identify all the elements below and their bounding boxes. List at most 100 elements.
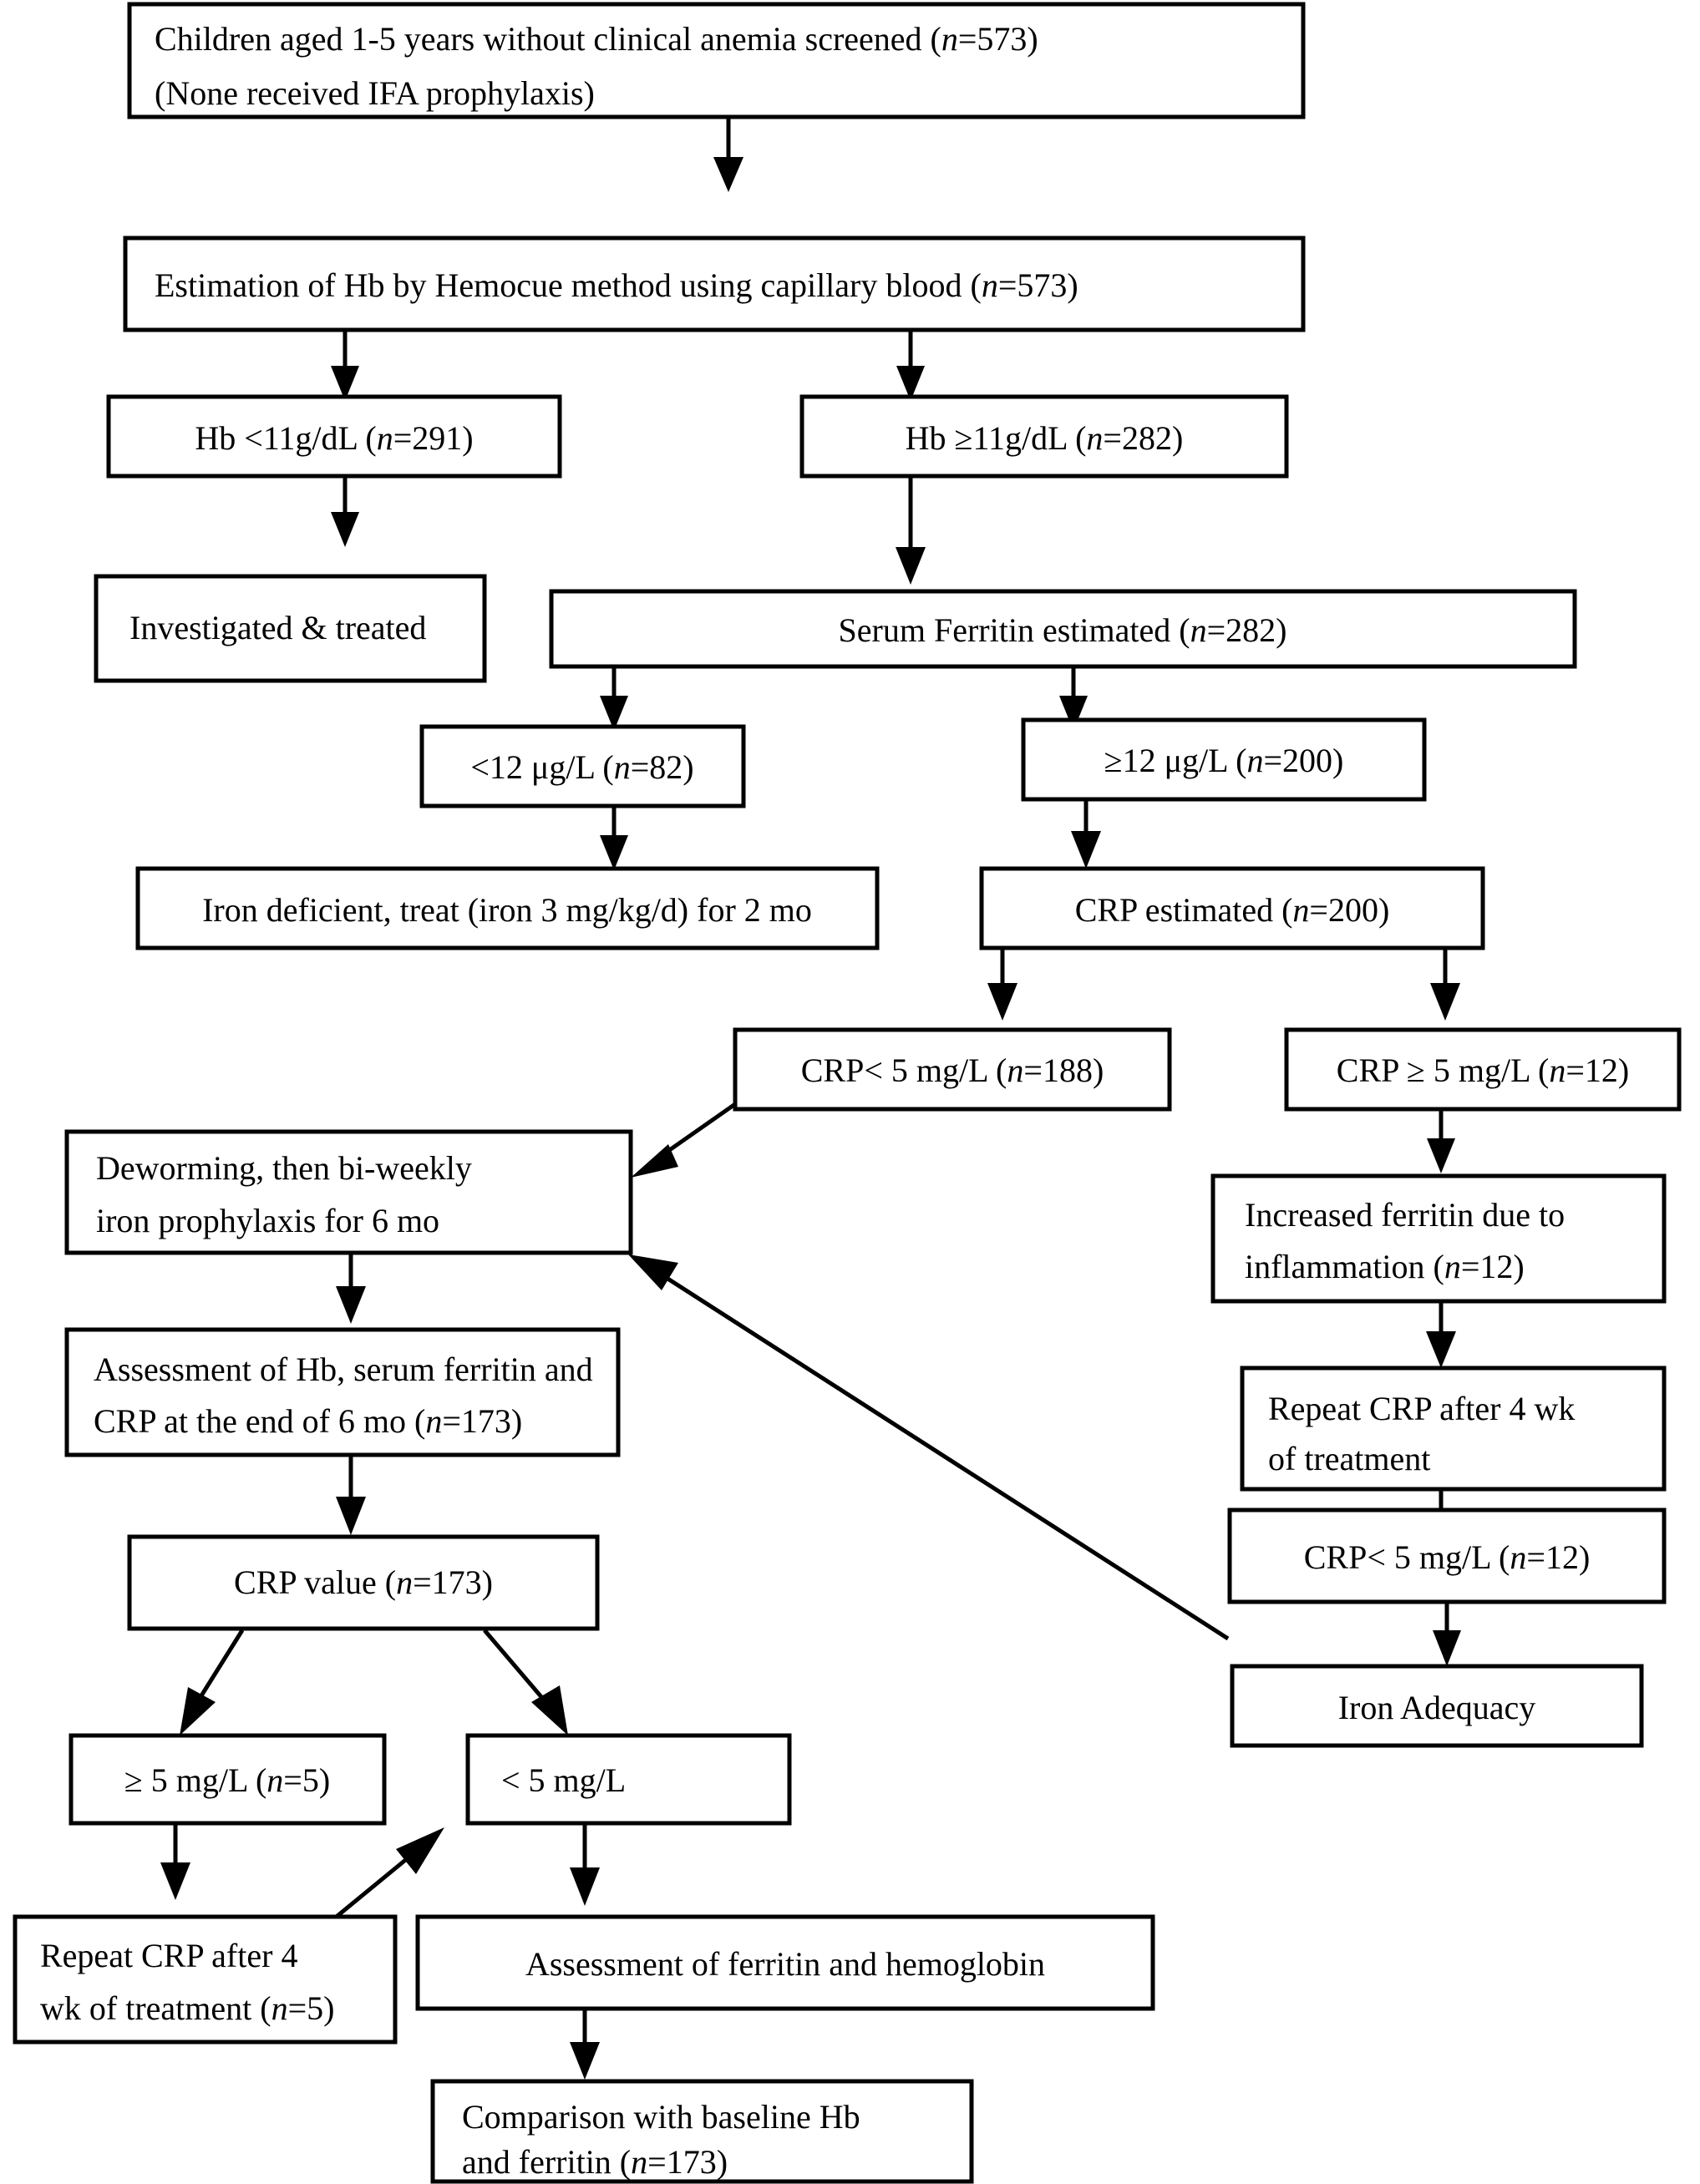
node-crp-value: CRP value (n=173)	[127, 1534, 600, 1631]
node-box	[106, 394, 562, 479]
edge-screened-to-hb-estimation	[713, 119, 743, 192]
edge-increased-ferritin-to-repeat-crp	[1426, 1303, 1456, 1368]
edge-hb-estimation-to-hb-low	[331, 332, 359, 401]
node-crp-estimated: CRP estimated (n=200)	[979, 866, 1485, 950]
node-serum-ferritin: Serum Ferritin estimated (n=282)	[549, 589, 1577, 669]
edge-deworming-to-assessment-6mo	[336, 1254, 366, 1324]
edge-crp-value-to-crp-low	[483, 1629, 568, 1736]
node-ferritin-low: <12 μg/L (n=82)	[419, 724, 746, 808]
node-box	[1210, 1173, 1667, 1304]
edge-iron-adequacy-to-deworming	[628, 1254, 1230, 1641]
node-box	[64, 1327, 621, 1457]
node-text: <12 μg/L (n=82)	[470, 748, 693, 786]
node-box	[465, 1733, 792, 1826]
node-hb-estimation: Estimation of Hb by Hemocue method using…	[123, 236, 1306, 332]
edge-crp-estimated-to-crp-low-188	[987, 950, 1017, 1021]
node-line-1: Increased ferritin due to	[1245, 1196, 1565, 1234]
edge-assessment-ferritin-to-comparison	[570, 2010, 600, 2080]
node-line-2: inflammation (n=12)	[1245, 1248, 1525, 1285]
node-line-2: of treatment	[1268, 1440, 1430, 1477]
node-line-1: Repeat CRP after 4	[40, 1937, 297, 1974]
node-box	[13, 1914, 398, 2045]
node-box	[69, 1733, 387, 1826]
node-repeat-crp-4wk-5: Repeat CRP after 4 wk of treatment (n=5)	[13, 1914, 398, 2045]
node-line-1: Comparison with baseline Hb	[462, 2098, 860, 2136]
edge-crp-estimated-to-crp-high-12	[1430, 950, 1460, 1021]
node-line-1: Deworming, then bi-weekly	[96, 1149, 472, 1187]
node-text: CRP< 5 mg/L (n=12)	[1304, 1538, 1591, 1576]
node-deworming: Deworming, then bi-weekly iron prophylax…	[64, 1129, 633, 1255]
edge-ferritin-to-ferritin-low	[600, 668, 628, 731]
node-crp-low-no-n: < 5 mg/L	[465, 1733, 792, 1826]
node-iron-adequacy: Iron Adequacy	[1230, 1664, 1644, 1748]
edge-crp-value-to-crp-high-5	[180, 1629, 245, 1736]
node-investigated-treated: Investigated & treated	[94, 574, 487, 683]
node-box	[127, 1534, 600, 1631]
node-crp-low-188: CRP< 5 mg/L (n=188)	[733, 1027, 1172, 1112]
node-text: CRP value (n=173)	[234, 1563, 493, 1601]
node-line-1: Children aged 1-5 years without clinical…	[155, 20, 1038, 58]
node-text: ≥ 5 mg/L (n=5)	[124, 1761, 330, 1799]
node-children-screened: Children aged 1-5 years without clinical…	[127, 2, 1306, 119]
node-box	[1227, 1508, 1667, 1604]
edge-hb-normal-to-ferritin	[896, 478, 926, 585]
node-comparison-baseline: Comparison with baseline Hb and ferritin…	[430, 2079, 974, 2184]
node-box	[135, 866, 880, 950]
edge-ferritin-low-to-iron-deficient	[600, 808, 628, 870]
node-text: Serum Ferritin estimated (n=282)	[839, 611, 1287, 649]
node-line-2: CRP at the end of 6 mo (n=173)	[94, 1402, 522, 1440]
node-line-2: wk of treatment (n=5)	[40, 1989, 334, 2027]
node-box	[1240, 1366, 1667, 1492]
edge-crp-low-to-assessment-ferritin	[570, 1825, 600, 1906]
node-text: Hb <11g/dL (n=291)	[195, 419, 473, 457]
node-ferritin-normal: ≥12 μg/L (n=200)	[1021, 717, 1427, 802]
node-text: Investigated & treated	[129, 609, 426, 646]
node-crp-high-5: ≥ 5 mg/L (n=5)	[69, 1733, 387, 1826]
node-repeat-crp-4wk: Repeat CRP after 4 wk of treatment	[1240, 1366, 1667, 1492]
node-box	[415, 1914, 1155, 2011]
node-text: < 5 mg/L	[501, 1761, 626, 1799]
node-box	[733, 1027, 1172, 1112]
node-text: ≥12 μg/L (n=200)	[1104, 742, 1344, 779]
node-text: Estimation of Hb by Hemocue method using…	[155, 266, 1078, 304]
node-box	[123, 236, 1306, 332]
edge-crp-low-188-to-deworming	[631, 1102, 737, 1178]
node-text: Iron Adequacy	[1338, 1689, 1536, 1726]
node-crp-high-12: CRP ≥ 5 mg/L (n=12)	[1284, 1027, 1682, 1112]
edge-hb-low-to-investigated	[331, 478, 359, 547]
node-line-2: (None received IFA prophylaxis)	[155, 74, 595, 112]
node-text: CRP< 5 mg/L (n=188)	[801, 1051, 1104, 1089]
node-text: Assessment of ferritin and hemoglobin	[525, 1945, 1045, 1983]
edge-ferritin-normal-to-crp-estimated	[1071, 801, 1101, 869]
node-hb-low: Hb <11g/dL (n=291)	[106, 394, 562, 479]
node-box	[419, 724, 746, 808]
node-assessment-ferritin-hemoglobin: Assessment of ferritin and hemoglobin	[415, 1914, 1155, 2011]
node-text: CRP estimated (n=200)	[1075, 891, 1390, 929]
node-box	[979, 866, 1485, 950]
node-crp-low-12: CRP< 5 mg/L (n=12)	[1227, 1508, 1667, 1604]
node-increased-ferritin-inflammation: Increased ferritin due to inflammation (…	[1210, 1173, 1667, 1304]
node-box	[430, 2079, 974, 2184]
edge-hb-estimation-to-hb-normal	[896, 332, 925, 401]
node-line-1: Repeat CRP after 4 wk	[1268, 1390, 1575, 1427]
node-box	[64, 1129, 633, 1255]
edge-crp-low-12-to-iron-adequacy	[1433, 1604, 1461, 1666]
node-text: Iron deficient, treat (iron 3 mg/kg/d) f…	[202, 891, 812, 929]
edge-assessment-6mo-to-crp-value	[336, 1457, 366, 1535]
node-box	[799, 394, 1289, 479]
node-box	[94, 574, 487, 683]
node-hb-normal: Hb ≥11g/dL (n=282)	[799, 394, 1289, 479]
node-box	[549, 589, 1577, 669]
edge-crp-high-5-to-repeat-crp-5	[160, 1825, 190, 1900]
node-assessment-6mo: Assessment of Hb, serum ferritin and CRP…	[64, 1327, 621, 1457]
node-box	[127, 2, 1306, 119]
node-line-1: Assessment of Hb, serum ferritin and	[94, 1350, 593, 1388]
node-box	[1021, 717, 1427, 802]
node-text: Hb ≥11g/dL (n=282)	[906, 419, 1184, 457]
node-line-2: and ferritin (n=173)	[462, 2143, 728, 2181]
node-line-2: iron prophylaxis for 6 mo	[96, 1202, 439, 1239]
edge-ferritin-to-ferritin-normal	[1059, 668, 1088, 731]
node-text: CRP ≥ 5 mg/L (n=12)	[1337, 1051, 1629, 1089]
